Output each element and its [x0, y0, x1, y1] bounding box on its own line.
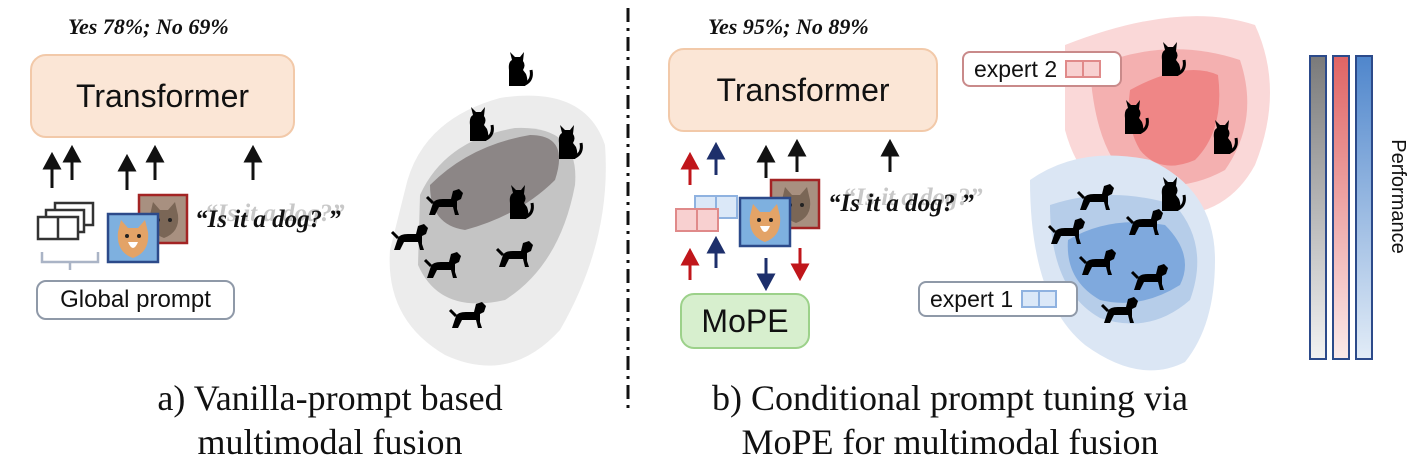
- dog-photo: [106, 212, 160, 264]
- right-transformer-label: Transformer: [716, 71, 890, 108]
- right-caption: b) Conditional prompt tuning via MoPE fo…: [690, 376, 1210, 464]
- left-accuracy-stat: Yes 78%; No 69%: [68, 14, 229, 39]
- expert-2-token-icon: [1065, 60, 1102, 78]
- legend-bar-red: [1332, 55, 1350, 360]
- prompt-bracket: [40, 252, 100, 270]
- legend-bar-gray: [1309, 55, 1327, 360]
- left-question-text: “Is it a dog? ”: [195, 206, 341, 233]
- right-transformer-box: Transformer: [668, 48, 938, 132]
- right-accuracy-stat: Yes 95%; No 89%: [708, 14, 869, 39]
- performance-legend-label: Performance: [1386, 139, 1409, 254]
- left-transformer-label: Transformer: [75, 77, 250, 114]
- gray-region-inner: [430, 135, 560, 230]
- expert-2-box: expert 2: [962, 51, 1122, 87]
- expert-1-box: expert 1: [918, 281, 1078, 317]
- global-prompt-label: Global prompt: [60, 286, 211, 313]
- legend-bar-blue: [1355, 55, 1373, 360]
- right-arrows: [680, 138, 900, 292]
- prompt-token-icon: [36, 201, 95, 241]
- dog-photo: [738, 196, 792, 248]
- expert-1-token-icon: [1021, 290, 1058, 308]
- expert-prompt-tokens: [675, 195, 738, 232]
- right-caption-line2: MoPE for multimodal fusion: [741, 422, 1159, 462]
- right-caption-line1: b) Conditional prompt tuning via: [712, 378, 1188, 418]
- left-caption: a) Vanilla-prompt based multimodal fusio…: [100, 376, 560, 464]
- left-arrows: [42, 144, 263, 190]
- right-question-ghost: “Is it a dog?”: [843, 184, 983, 211]
- left-caption-line1: a) Vanilla-prompt based: [157, 378, 503, 418]
- global-prompt-box: Global prompt: [36, 280, 235, 320]
- right-question-text: “Is it a dog? ”: [828, 190, 974, 217]
- mope-box: MoPE: [680, 293, 810, 349]
- blue-region-inner: [1067, 222, 1185, 303]
- left-question-ghost: “Is it a dog?”: [205, 200, 345, 227]
- red-region-inner: [1128, 70, 1220, 166]
- left-caption-line2: multimodal fusion: [197, 422, 463, 462]
- expert-1-label: expert 1: [930, 285, 1014, 312]
- cat-icon: [507, 50, 533, 88]
- left-transformer-box: Transformer: [30, 54, 295, 138]
- expert-2-label: expert 2: [974, 55, 1058, 82]
- mope-label: MoPE: [701, 302, 789, 339]
